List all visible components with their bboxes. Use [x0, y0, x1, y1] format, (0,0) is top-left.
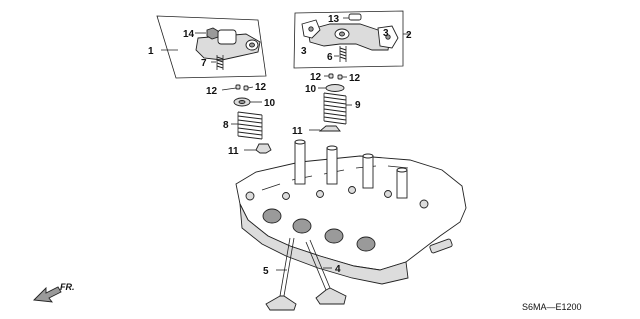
callout-9: 9: [355, 100, 361, 111]
callout-12-right-b: 12: [349, 73, 361, 84]
rocker-arm-assembly-1: [156, 15, 267, 79]
stem-seal-11-left: [255, 143, 272, 154]
callout-12-left-b: 12: [255, 82, 267, 93]
assembly-2-frame: [293, 10, 404, 69]
port-2: [292, 218, 312, 234]
bolt-boss-3: [316, 190, 324, 198]
valve-cotters-12-right: [324, 73, 347, 80]
guide-tube-3: [362, 155, 374, 189]
pin-13: [348, 13, 362, 21]
port-1: [262, 208, 282, 224]
valve-spring-8: [237, 111, 263, 140]
rocker-arm-2-bore-hole: [339, 31, 345, 37]
callout-1: 1: [148, 46, 154, 57]
callout-10-right: 10: [305, 84, 317, 95]
guide-tube-3-top: [362, 153, 374, 159]
callout-10-left: 10: [264, 98, 276, 109]
stem-seal-11-right: [318, 125, 341, 132]
guide-tube-2-top: [326, 145, 338, 151]
arrow-icon: [33, 286, 62, 303]
callout-4: 4: [335, 264, 341, 275]
callout-3-left: 3: [301, 46, 307, 57]
guide-tube-1: [294, 141, 306, 185]
direction-label: FR.: [60, 282, 75, 292]
rocker-arm-1-bore-hole: [249, 42, 255, 48]
callout-5: 5: [263, 266, 269, 277]
guide-tube-4: [396, 169, 408, 199]
callout-13: 13: [328, 14, 340, 25]
end-fitting: [429, 238, 453, 254]
callout-12-right-a: 12: [310, 72, 322, 83]
follower-plate-3-right-hole: [385, 34, 391, 40]
callout-14: 14: [183, 29, 195, 40]
valve-cotters-12-left: [221, 84, 254, 91]
callout-2: 2: [406, 30, 412, 41]
callout-7: 7: [201, 58, 207, 69]
spring-retainer-10-right: [325, 84, 345, 92]
rocker-arm-1: [195, 33, 261, 61]
lock-nut-14: [206, 27, 219, 40]
callout-12-left-a: 12: [206, 86, 218, 97]
callout-3-right: 3: [383, 28, 389, 39]
bolt-boss-6: [419, 199, 429, 209]
port-4: [356, 236, 376, 252]
bolt-boss-1: [245, 191, 255, 201]
valve-spring-9: [323, 92, 347, 125]
bolt-boss-4: [348, 186, 356, 194]
guide-tube-4-top: [396, 167, 408, 173]
exhaust-valve-4: [305, 239, 347, 305]
guide-tube-2: [326, 147, 338, 185]
adjusting-screw-7: [216, 55, 224, 70]
adjusting-screw-6: [339, 46, 347, 62]
callout-11-right: 11: [292, 126, 303, 137]
cylinder-head: [235, 139, 467, 285]
guide-tube-1-top: [294, 139, 306, 145]
follower-plate-3-left-hole: [308, 26, 314, 32]
front-direction-indicator: FR.: [33, 282, 75, 303]
bolt-boss-2: [282, 192, 290, 200]
port-3: [324, 228, 344, 244]
spring-retainer-10-left-hole: [238, 100, 246, 104]
callout-6: 6: [327, 52, 333, 63]
rocker-arm-assembly-2: [293, 10, 410, 69]
intake-valve-5: [265, 237, 297, 311]
rocker-arm-2: [307, 23, 391, 51]
rocker-arm-1-pad: [217, 29, 237, 45]
callout-11-left: 11: [228, 146, 239, 157]
callout-8: 8: [223, 120, 229, 131]
bolt-boss-5: [384, 190, 392, 198]
assembly-1-frame: [156, 15, 267, 79]
diagram-code: S6MA—E1200: [522, 302, 582, 312]
